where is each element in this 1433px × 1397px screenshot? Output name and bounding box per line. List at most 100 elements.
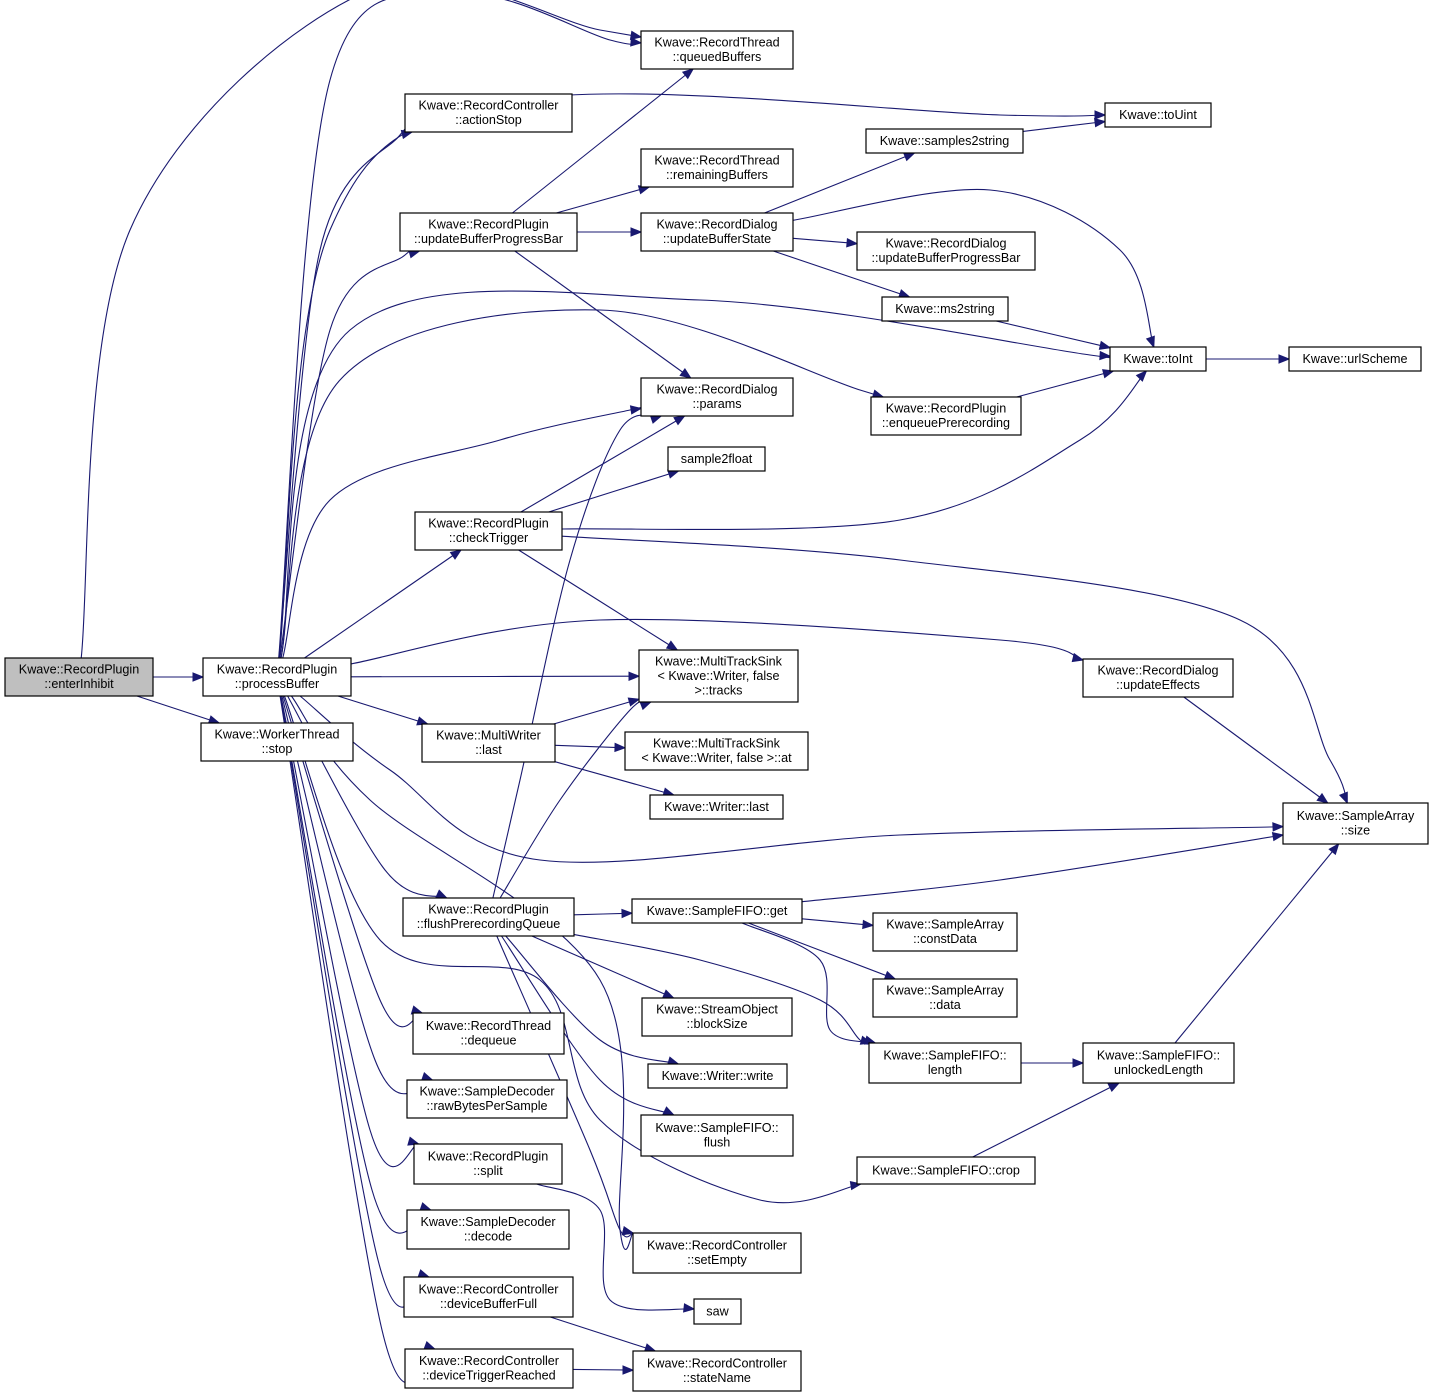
edge-multiWriterLast-to-at (554, 742, 627, 753)
node-box (856, 231, 1036, 271)
nodes-layer: Kwave::RecordPlugin::enterInhibitKwave::… (4, 30, 1429, 1392)
node-label: Kwave::RecordController (647, 1357, 787, 1371)
node-actionStop[interactable]: Kwave::RecordController::actionStop (404, 93, 573, 133)
node-box (406, 1209, 570, 1250)
node-multiWriterLast[interactable]: Kwave::MultiWriter::last (421, 723, 556, 763)
edge-line (773, 250, 910, 298)
node-remainingBuffers[interactable]: Kwave::RecordThread::remainingBuffers (640, 148, 794, 188)
node-samples2string[interactable]: Kwave::samples2string (865, 128, 1024, 154)
edge-multiWriterLast-to-writerLast (554, 761, 676, 797)
node-box (872, 978, 1018, 1018)
node-toUint[interactable]: Kwave::toUint (1104, 102, 1212, 128)
edge-enterInhibit-to-queuedBuffers (80, 0, 643, 659)
node-label: Kwave::RecordPlugin (428, 218, 548, 232)
node-at[interactable]: Kwave::MultiTrackSink< Kwave::Writer, fa… (624, 731, 809, 771)
node-box (640, 212, 794, 252)
edge-line (518, 549, 678, 651)
edge-line (282, 406, 645, 659)
node-enterInhibit[interactable]: Kwave::RecordPlugin::enterInhibit (4, 657, 154, 697)
edge-checkTrigger-to-sample2float (548, 469, 680, 513)
node-writerLast[interactable]: Kwave::Writer::last (649, 794, 784, 820)
arrowhead-icon (629, 30, 643, 40)
edge-line (548, 470, 679, 513)
node-decode[interactable]: Kwave::SampleDecoder::decode (406, 1209, 570, 1250)
node-deviceBufferFull[interactable]: Kwave::RecordController::deviceBufferFul… (403, 1276, 574, 1318)
edge-flushPrerecordingQueue-to-setEmpty (496, 935, 635, 1238)
node-updateEffects[interactable]: Kwave::RecordDialog::updateEffects (1082, 658, 1234, 698)
arrowhead-icon (1272, 822, 1285, 832)
edge-line (280, 309, 889, 659)
node-label: Kwave::RecordThread (654, 36, 779, 50)
edge-updateBufferProgressBar-to-params (514, 250, 692, 379)
node-stateName[interactable]: Kwave::RecordController::stateName (632, 1350, 802, 1392)
node-box (632, 1350, 802, 1392)
node-fifoCrop[interactable]: Kwave::SampleFIFO::crop (856, 1156, 1036, 1185)
node-split[interactable]: Kwave::RecordPlugin::split (413, 1143, 563, 1185)
node-label: ::stateName (683, 1371, 751, 1385)
arrowhead-icon (614, 742, 627, 753)
node-dequeue[interactable]: Kwave::RecordThread::dequeue (412, 1012, 565, 1055)
node-label: Kwave::RecordController (419, 99, 559, 113)
node-updateBufferProgressBar[interactable]: Kwave::RecordPlugin::updateBufferProgres… (399, 212, 578, 252)
node-label: ::params (693, 397, 742, 411)
node-writerWrite[interactable]: Kwave::Writer::write (647, 1063, 788, 1089)
node-fifoLength[interactable]: Kwave::SampleFIFO::length (868, 1042, 1022, 1084)
node-box (406, 1079, 568, 1119)
edge-line (741, 922, 876, 1044)
edge-line (550, 1316, 656, 1352)
node-unlockedLength[interactable]: Kwave::SampleFIFO::unlockedLength (1082, 1042, 1235, 1084)
node-dlgUpdateBufferProgressBar[interactable]: Kwave::RecordDialog::updateBufferProgres… (856, 231, 1036, 271)
node-label: ::deviceBufferFull (440, 1297, 537, 1311)
node-updateBufferState[interactable]: Kwave::RecordDialog::updateBufferState (640, 212, 794, 252)
node-deviceTriggerReached[interactable]: Kwave::RecordController::deviceTriggerRe… (404, 1348, 574, 1389)
node-queuedBuffers[interactable]: Kwave::RecordThread::queuedBuffers (640, 30, 794, 70)
node-label: Kwave::RecordThread (426, 1019, 551, 1033)
node-label: Kwave::SampleArray (1297, 809, 1415, 823)
edge-line (561, 535, 1348, 804)
node-label: ::flushPrerecordingQueue (417, 917, 561, 931)
node-rawBytesPerSample[interactable]: Kwave::SampleDecoder::rawBytesPerSample (406, 1079, 568, 1119)
node-checkTrigger[interactable]: Kwave::RecordPlugin::checkTrigger (414, 511, 563, 551)
node-label: Kwave::RecordController (647, 1239, 787, 1253)
node-processBuffer[interactable]: Kwave::RecordPlugin::processBuffer (202, 657, 352, 697)
edge-processBuffer-to-multiWriterLast (337, 695, 429, 726)
node-fifoGet[interactable]: Kwave::SampleFIFO::get (631, 898, 803, 924)
edge-line (748, 922, 896, 980)
node-saw[interactable]: saw (693, 1298, 742, 1325)
node-constData[interactable]: Kwave::SampleArray::constData (872, 912, 1018, 952)
edge-line (299, 695, 1303, 863)
edge-line (501, 935, 675, 1116)
node-box (202, 657, 352, 697)
edge-line (136, 695, 220, 724)
node-label: < Kwave::Writer, false >::at (641, 751, 792, 765)
node-tracks[interactable]: Kwave::MultiTrackSink< Kwave::Writer, fa… (638, 649, 799, 703)
node-params[interactable]: Kwave::RecordDialog::params (640, 377, 794, 417)
node-box (404, 1348, 574, 1389)
node-box (402, 897, 575, 937)
node-box (1288, 346, 1422, 372)
edge-line (792, 188, 1155, 348)
node-box (624, 731, 809, 771)
edge-updateEffects-to-arraySize (1183, 696, 1329, 804)
arrowhead-icon (665, 640, 679, 651)
node-box (872, 912, 1018, 952)
node-setEmpty[interactable]: Kwave::RecordController::setEmpty (632, 1232, 802, 1274)
node-blockSize[interactable]: Kwave::StreamObject::blockSize (641, 997, 793, 1037)
node-label: saw (706, 1304, 729, 1318)
edge-line (280, 695, 419, 1168)
node-fifoFlush[interactable]: Kwave::SampleFIFO::flush (640, 1114, 794, 1157)
node-enqueuePrerecording[interactable]: Kwave::RecordPlugin::enqueuePrerecording (870, 396, 1022, 436)
edge-samples2string-to-toUint (1022, 118, 1107, 132)
node-sample2float[interactable]: sample2float (667, 446, 766, 472)
edge-line (290, 695, 634, 1250)
node-ms2string[interactable]: Kwave::ms2string (881, 296, 1009, 322)
node-arraySize[interactable]: Kwave::SampleArray::size (1282, 802, 1429, 845)
node-box (1109, 346, 1207, 372)
arrowhead-icon (1094, 118, 1107, 128)
edge-line (561, 370, 1147, 531)
node-urlScheme[interactable]: Kwave::urlScheme (1288, 346, 1422, 372)
node-flushPrerecordingQueue[interactable]: Kwave::RecordPlugin::flushPrerecordingQu… (402, 897, 575, 937)
node-workerStop[interactable]: Kwave::WorkerThread::stop (200, 722, 354, 762)
node-arrayData[interactable]: Kwave::SampleArray::data (872, 978, 1018, 1018)
node-toInt[interactable]: Kwave::toInt (1109, 346, 1207, 372)
